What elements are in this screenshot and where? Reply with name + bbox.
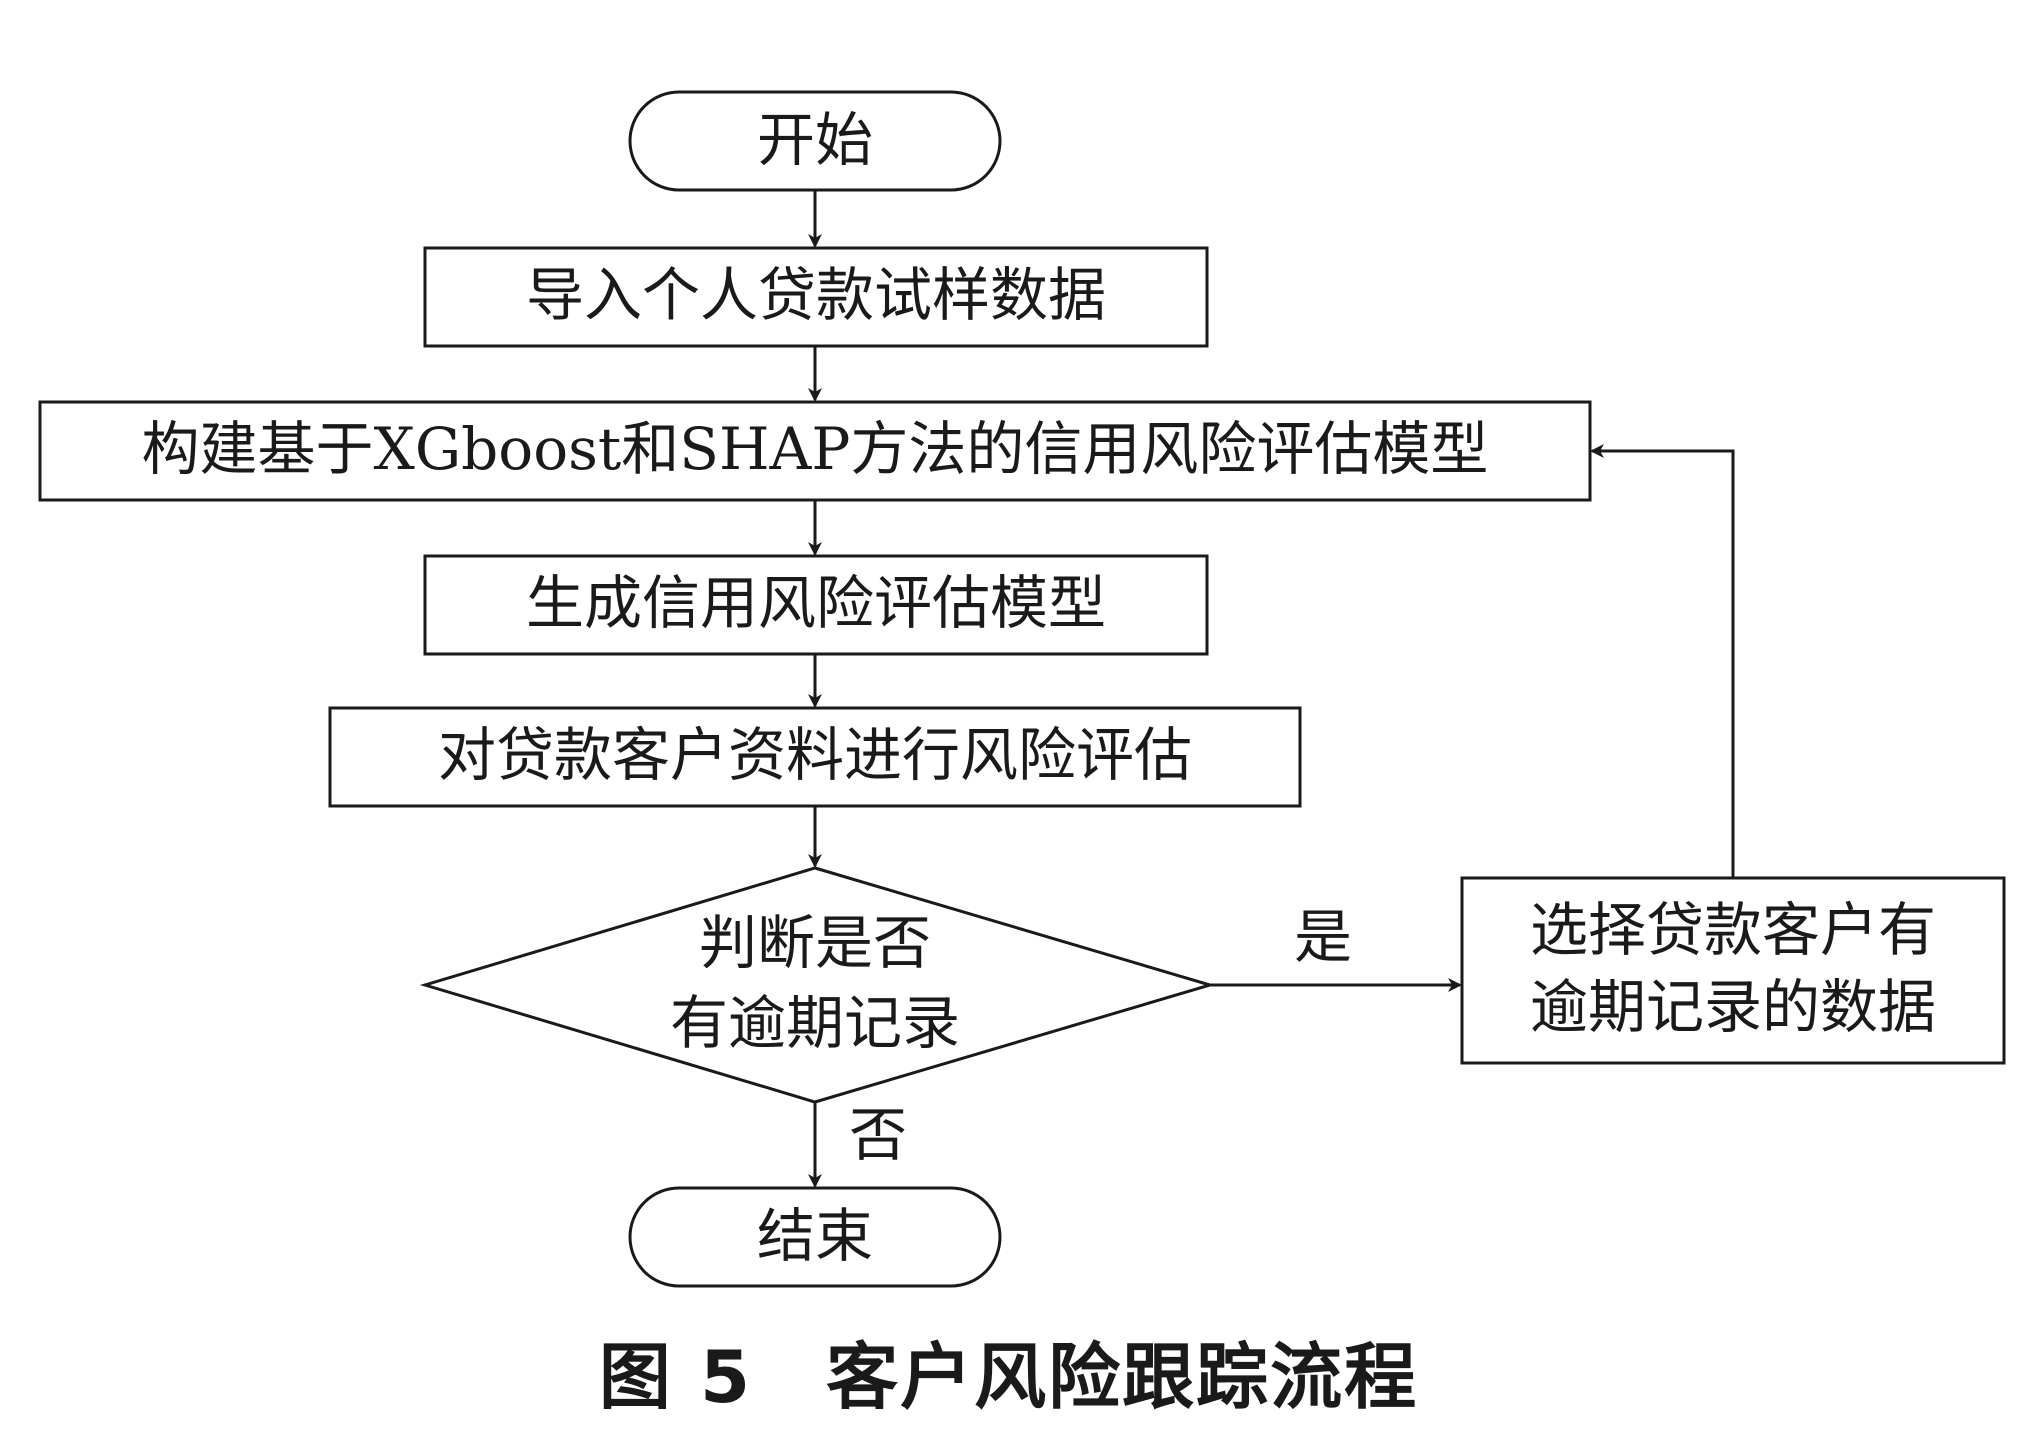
- generate-model-label: 生成信用风险评估模型: [526, 569, 1106, 637]
- build-model-node: 构建基于XGboost和SHAP方法的信用风险评估模型: [38, 400, 1592, 502]
- assess-risk-label: 对贷款客户资料进行风险评估: [438, 721, 1192, 789]
- decision-label-line2: 有逾期记录: [670, 989, 960, 1057]
- select-overdue-label-line1: 选择贷款客户有: [1530, 896, 1936, 964]
- decision-label-line1: 判断是否: [699, 909, 931, 977]
- import-data-node: 导入个人贷款试样数据: [423, 246, 1209, 348]
- arrow-select-to-build: [1590, 444, 1735, 877]
- generate-model-node: 生成信用风险评估模型: [423, 554, 1209, 656]
- build-model-label: 构建基于XGboost和SHAP方法的信用风险评估模型: [142, 415, 1489, 483]
- decision-node: 判断是否 有逾期记录: [419, 866, 1216, 1104]
- yes-label: 是: [1294, 903, 1352, 971]
- end-node: 结束: [628, 1186, 1002, 1288]
- assess-risk-node: 对贷款客户资料进行风险评估: [328, 706, 1302, 808]
- import-data-label: 导入个人贷款试样数据: [526, 261, 1106, 329]
- flowchart: 开始 导入个人贷款试样数据 构建基于XGboost和SHAP方法的信用风险评估模…: [38, 90, 2006, 1288]
- no-label: 否: [849, 1101, 907, 1169]
- end-label: 结束: [757, 1202, 873, 1270]
- start-label: 开始: [757, 106, 873, 174]
- figure-caption: 图 5 客户风险跟踪流程: [598, 1335, 1419, 1419]
- select-overdue-label-line2: 逾期记录的数据: [1530, 973, 1936, 1041]
- select-overdue-node: 选择贷款客户有 逾期记录的数据: [1460, 876, 2006, 1065]
- start-node: 开始: [628, 90, 1002, 192]
